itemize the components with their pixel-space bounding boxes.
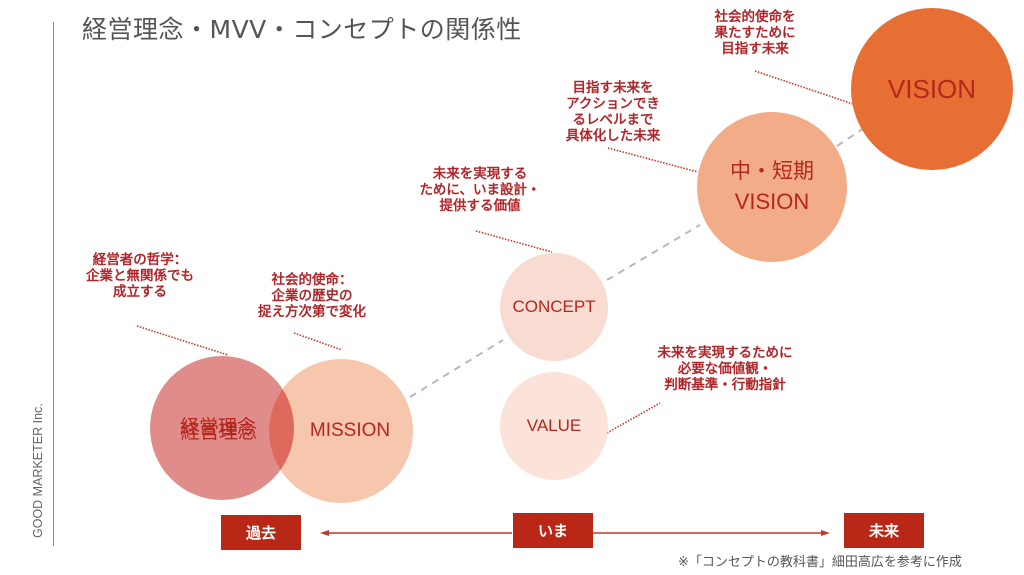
timeline-future-label: 未来: [868, 522, 899, 540]
leader-value: [606, 402, 661, 434]
connector-concept-midvision: [606, 224, 701, 281]
leader-mission: [293, 332, 343, 351]
leader-mid-vision: [607, 147, 699, 173]
concept-label: CONCEPT: [512, 297, 596, 317]
mid-vision-circle: 中・短期 VISION: [697, 112, 847, 262]
source-credit: ※「コンセプトの教科書」細田高広を参考に作成: [678, 555, 962, 570]
mid-vision-note: 目指す未来を アクションでき るレベルまで 具体化した未来: [565, 80, 661, 144]
left-divider-line: [53, 22, 54, 546]
philosophy-note: 経営者の哲学： 企業と無関係でも 成立する: [86, 252, 194, 300]
timeline-now-label: いま: [537, 522, 568, 540]
timeline-arrowhead-right: [821, 530, 830, 536]
connector-midvision-vision: [836, 127, 865, 147]
leader-concept: [475, 230, 553, 253]
timeline-past-label: 過去: [245, 524, 276, 542]
vision-note: 社会的使命を 果たすために 目指す未来: [714, 9, 796, 57]
mission-label: MISSION: [309, 420, 391, 442]
value-circle: VALUE: [500, 372, 608, 480]
timeline-arrowhead-left: [320, 530, 329, 536]
vision-circle: VISION: [851, 8, 1013, 170]
mid-vision-label-line2: VISION: [734, 189, 810, 215]
connector-mission-concept: [409, 339, 504, 398]
concept-note: 未来を実現する ために、いま設計・ 提供する価値: [419, 166, 541, 214]
value-note: 未来を実現するために 必要な価値観・ 判断基準・行動指針: [657, 345, 793, 393]
vision-label: VISION: [887, 73, 977, 104]
timeline-future: 未来: [844, 513, 924, 548]
value-label: VALUE: [526, 416, 582, 436]
page-title: 経営理念・MVV・コンセプトの関係性: [82, 15, 522, 44]
leader-philosophy: [136, 325, 229, 356]
leader-vision: [754, 70, 854, 105]
philosophy-label-top: 経営理念: [181, 420, 258, 443]
philosophy-label-overlay: 経営理念: [150, 416, 294, 444]
timeline-now: いま: [513, 513, 593, 548]
mid-vision-label-line1: 中・短期: [730, 159, 814, 184]
timeline-past: 過去: [221, 515, 301, 550]
mission-note: 社会的使命： 企業の歴史の 捉え方次第で変化: [258, 272, 366, 320]
philosophy-label: 経営理念: [180, 416, 257, 439]
concept-circle: CONCEPT: [500, 253, 608, 361]
